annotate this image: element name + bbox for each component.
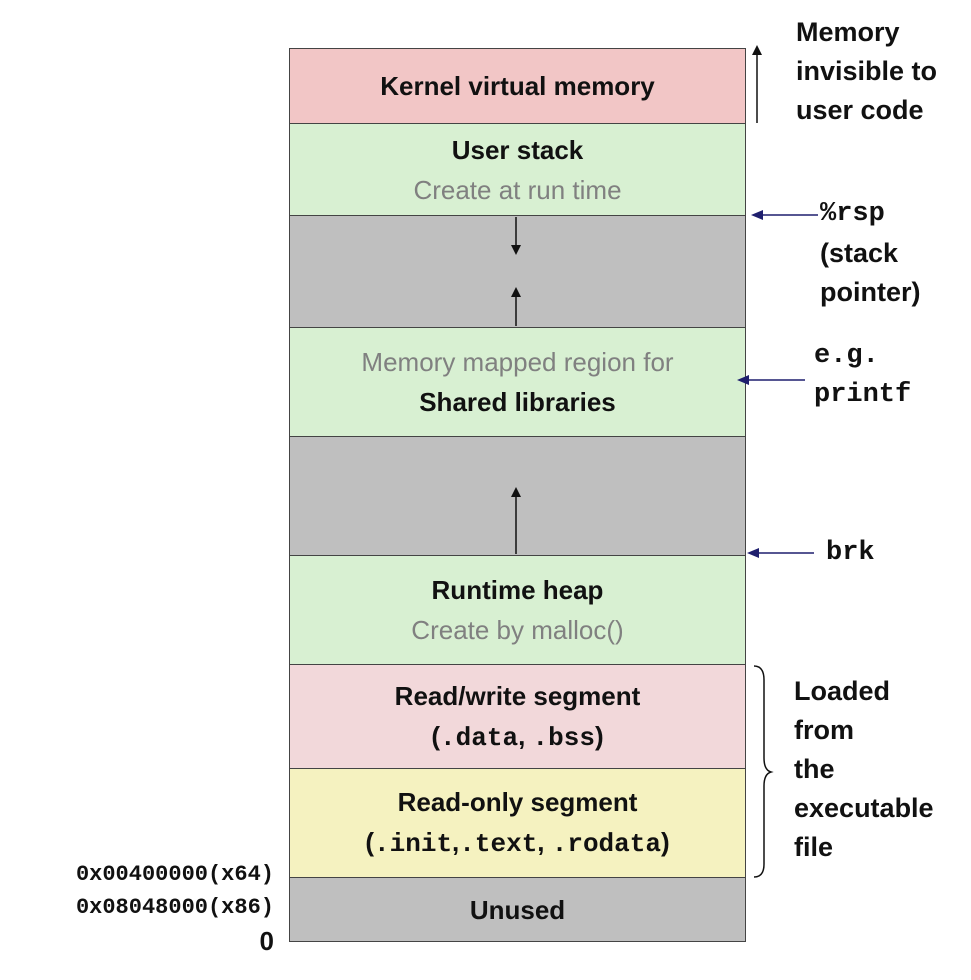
x64-tag: (x64)	[207, 862, 274, 887]
heap-subtitle: Create by malloc()	[411, 615, 624, 645]
heap-title: Runtime heap	[431, 575, 604, 605]
loaded-line-5: file	[794, 832, 834, 862]
user-stack-subtitle: Create at run time	[413, 174, 622, 205]
ro-close: )	[660, 827, 670, 857]
loaded-segments-brace	[753, 665, 774, 878]
runtime-heap-segment: Runtime heap Create by malloc()	[289, 555, 746, 665]
zero-address: 0	[259, 926, 274, 956]
rw-open: (	[431, 720, 441, 751]
printf-note: e.g. printf	[814, 337, 911, 415]
loaded-line-2: from	[794, 715, 854, 745]
ro-sep1: ,	[452, 827, 460, 857]
printf-label: printf	[814, 380, 912, 410]
kernel-title: Kernel virtual memory	[380, 71, 655, 101]
read-write-segment: Read/write segment (.data, .bss)	[289, 664, 746, 769]
x86-address-value: 0x08048000	[75, 895, 208, 920]
loaded-line-1: Loaded	[794, 676, 891, 706]
ro-rodata-section: .rodata	[551, 829, 661, 859]
kernel-note-line-2: invisible to	[796, 56, 938, 86]
ro-title: Read-only segment	[397, 787, 638, 817]
mmap-subtitle: Memory mapped region for	[361, 347, 674, 377]
kernel-invisible-note: Memory invisible to user code	[796, 13, 937, 130]
unused-segment: Unused	[289, 877, 746, 942]
x86-start-address: 0x08048000(x86)	[76, 895, 274, 920]
rsp-note-line-1: (stack	[820, 238, 899, 268]
read-only-segment: Read-only segment (.init,.text, .rodata)	[289, 768, 746, 878]
brk-label: brk	[826, 538, 875, 568]
rw-sections: (.data, .bss)	[431, 716, 603, 758]
ro-text-section: .text	[459, 829, 538, 859]
ro-sep2: ,	[537, 827, 552, 857]
rw-title: Read/write segment	[394, 680, 641, 711]
rw-sep: ,	[518, 720, 533, 751]
ro-sections: (.init,.text, .rodata)	[365, 822, 669, 864]
mmap-title: Shared libraries	[419, 387, 616, 417]
user-stack-title: User stack	[451, 134, 584, 165]
rsp-note: %rsp (stack pointer)	[820, 195, 921, 312]
kernel-virtual-memory-segment: Kernel virtual memory	[289, 48, 746, 124]
kernel-note-line-3: user code	[796, 95, 924, 125]
memory-mapped-segment: Memory mapped region for Shared librarie…	[289, 327, 746, 437]
rsp-note-line-2: pointer)	[820, 277, 921, 307]
rw-close: )	[594, 720, 604, 751]
loaded-from-file-note: Loaded from the executable file	[794, 672, 934, 867]
rsp-register: %rsp	[820, 199, 885, 229]
rw-bss-section: .bss	[532, 722, 595, 753]
kernel-note-line-1: Memory	[796, 17, 900, 47]
rw-data-section: .data	[440, 722, 519, 753]
x86-tag: (x86)	[207, 895, 274, 920]
eg-label: e.g.	[814, 341, 879, 371]
x64-address-value: 0x00400000	[75, 862, 208, 887]
unused-title: Unused	[469, 894, 566, 925]
ro-open: (	[365, 827, 375, 857]
x64-start-address: 0x00400000(x64)	[76, 862, 274, 887]
ro-init-section: .init	[374, 829, 453, 859]
loaded-line-4: executable	[794, 793, 934, 823]
loaded-line-3: the	[794, 754, 835, 784]
